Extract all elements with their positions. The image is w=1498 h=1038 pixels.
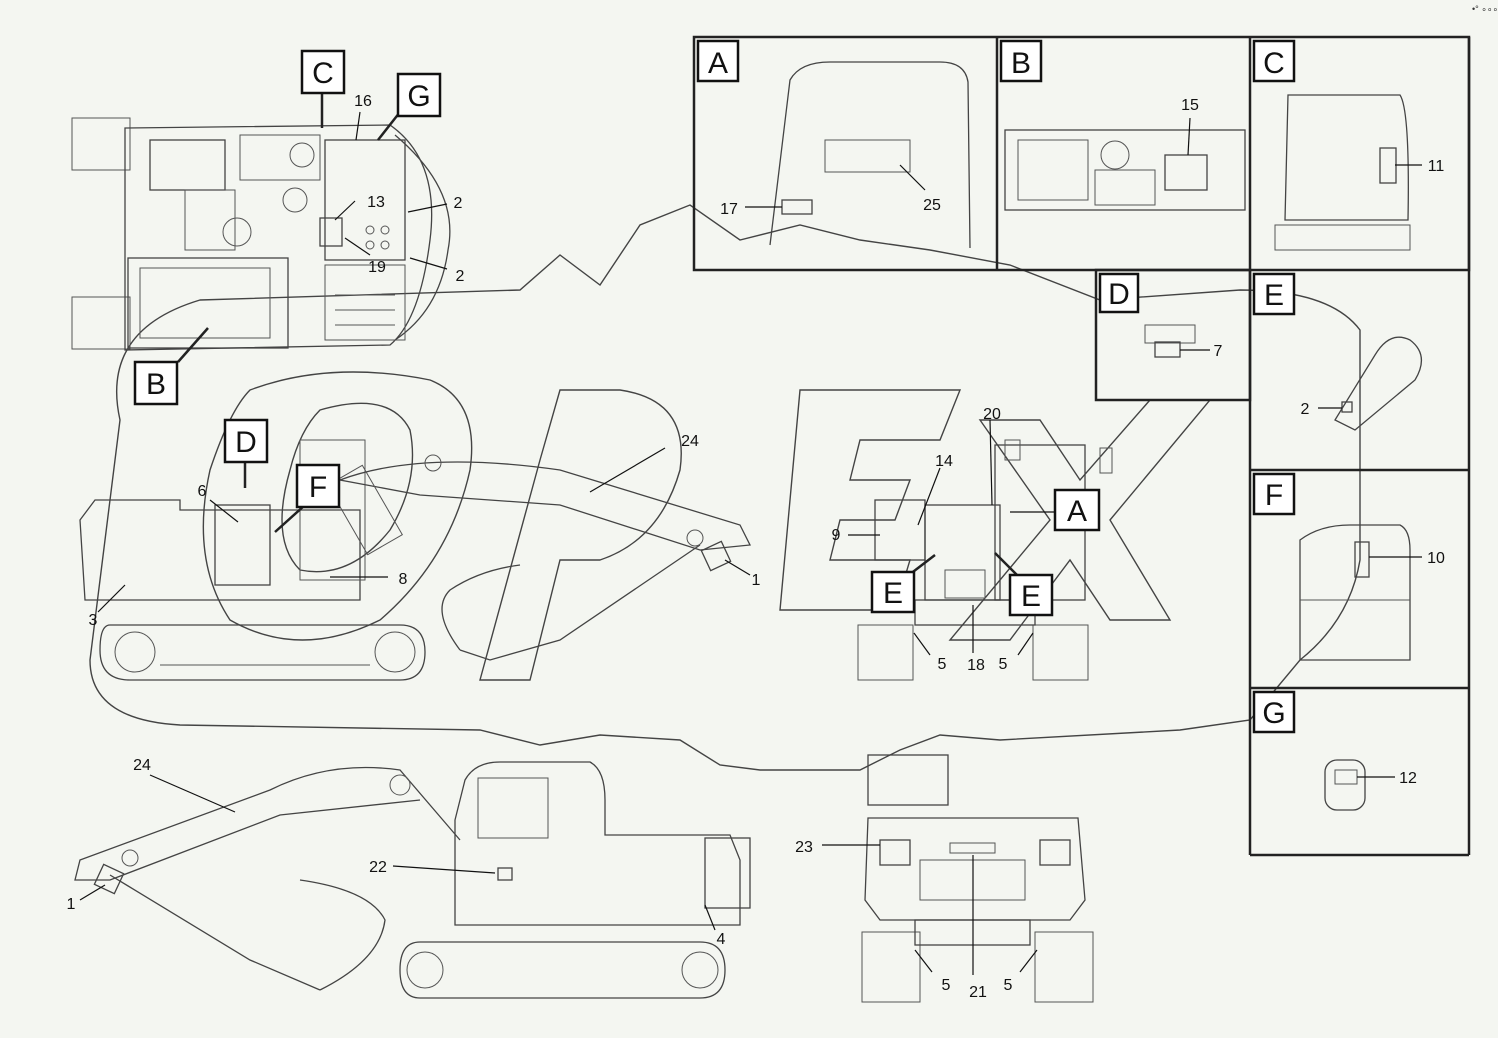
callout-12: 12 — [1399, 770, 1417, 787]
callout-11: 11 — [1428, 158, 1445, 175]
section-letter-g: G — [1262, 697, 1285, 730]
callout-24-side: 24 — [681, 433, 699, 450]
callout-5-front-left: 5 — [942, 977, 951, 994]
callout-letter-d: D — [235, 426, 257, 459]
section-letter-boxes — [133, 39, 1296, 734]
callout-letter-a: A — [1067, 495, 1087, 528]
callout-5-rear-right: 5 — [999, 656, 1008, 673]
callout-23: 23 — [795, 839, 813, 856]
watermark-outline — [89, 204, 1361, 771]
callout-13: 13 — [367, 194, 385, 211]
callout-letter-e-left: E — [883, 577, 903, 610]
section-letter-e: E — [1264, 279, 1284, 312]
section-letter-a: A — [708, 47, 728, 80]
rear-view-excavator — [848, 419, 1113, 681]
callout-1-bottom: 1 — [67, 896, 76, 913]
callout-letter-c: C — [312, 57, 334, 90]
front-view-excavator — [822, 754, 1094, 1003]
callout-letter-b: B — [146, 368, 166, 401]
callout-letter-f: F — [309, 471, 327, 504]
callout-16: 16 — [354, 93, 372, 110]
callout-5-rear-left: 5 — [938, 656, 947, 673]
callout-2-e-panel: 2 — [1301, 401, 1310, 418]
callout-5-front-right: 5 — [1004, 977, 1013, 994]
letter-box-d-panel — [1098, 272, 1140, 314]
letter-box-g-panel — [1252, 690, 1296, 734]
callout-7: 7 — [1214, 343, 1223, 360]
callout-4: 4 — [717, 931, 726, 948]
section-letter-d: D — [1108, 278, 1130, 311]
letter-box-d-callout — [223, 418, 269, 464]
bottom-side-view-excavator — [74, 761, 751, 999]
letter-box-e-callout-left — [870, 570, 916, 614]
letter-box-e-callout-right — [1008, 573, 1054, 617]
letter-box-a-panel — [696, 39, 740, 83]
callout-letter-g: G — [407, 80, 430, 113]
letter-box-c-callout — [300, 49, 346, 95]
letter-box-e-panel — [1252, 272, 1296, 316]
callout-21: 21 — [969, 984, 987, 1001]
callout-19: 19 — [368, 259, 386, 276]
top-view-excavator — [71, 92, 451, 363]
section-letter-b: B — [1011, 47, 1031, 80]
callout-24-bottom: 24 — [133, 757, 151, 774]
callout-3: 3 — [89, 612, 98, 629]
callout-6: 6 — [198, 483, 207, 500]
letter-box-b-panel — [999, 39, 1043, 83]
letter-box-b-callout — [133, 360, 179, 406]
section-letter-f: F — [1265, 479, 1283, 512]
callout-22: 22 — [369, 859, 387, 876]
letter-box-f-panel — [1252, 472, 1296, 516]
side-view-excavator — [79, 439, 752, 681]
callout-10: 10 — [1427, 550, 1445, 567]
callout-2-top-a: 2 — [454, 195, 463, 212]
callout-14: 14 — [935, 453, 953, 470]
callout-17: 17 — [720, 201, 738, 218]
callout-letter-e-right: E — [1021, 580, 1041, 613]
letter-box-a-callout — [1053, 488, 1101, 532]
callout-18: 18 — [967, 657, 985, 674]
callout-25: 25 — [923, 197, 941, 214]
callout-1-side: 1 — [752, 572, 761, 589]
detail-panels — [692, 35, 1471, 857]
callout-20: 20 — [983, 406, 1001, 423]
callout-8: 8 — [399, 571, 408, 588]
callout-15: 15 — [1181, 97, 1199, 114]
section-letter-c: C — [1263, 47, 1285, 80]
callout-2-top-b: 2 — [456, 268, 465, 285]
corner-mark: •° ∘∘∘ — [1472, 4, 1498, 14]
letter-box-f-callout — [295, 463, 341, 509]
callout-9: 9 — [832, 527, 841, 544]
letter-box-c-panel — [1252, 39, 1296, 83]
letter-box-g-callout — [396, 72, 442, 118]
